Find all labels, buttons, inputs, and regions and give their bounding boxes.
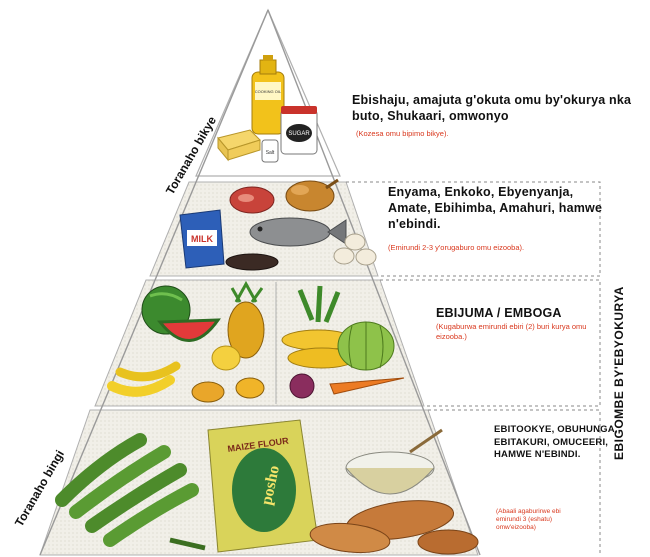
sugar-label: SUGAR [288, 131, 310, 137]
tier3-note: (Kugaburwa emirundi ebiri (2) buri kurya… [436, 322, 606, 342]
salt-shaker: Salt [262, 140, 278, 162]
salt-label: Salt [266, 150, 275, 156]
milk-label: MILK [191, 234, 213, 244]
pumpkin [338, 322, 394, 370]
tier2-foods-text: Enyama, Enkoko, Ebyenyanja, Amate, Ebihi… [388, 184, 618, 232]
sugar-jar: SUGAR [281, 106, 317, 154]
tier4-note: (Abaali agaburirwe ebi emirundi 3 (eshat… [496, 508, 566, 532]
tier3-foods-text: EBIJUMA / EMBOGA [436, 305, 596, 321]
food-groups-side-label: EBIGOMBE BY'EBYOKURYA [612, 286, 626, 460]
tier1-note: (Kozesa omu bipimo bikye). [356, 129, 556, 139]
milk-carton: MILK [180, 210, 224, 268]
maize-flour-bag: MAIZE FLOUR posho [208, 420, 318, 552]
tier2-note: (Emirundi 2-3 y'orugaburo omu eizooba). [388, 243, 628, 253]
pineapple-slice [212, 346, 240, 370]
onion [290, 374, 314, 398]
mango [192, 382, 224, 402]
oil-label: COOKING OIL [255, 89, 282, 94]
beans [226, 254, 278, 270]
tier1-foods-text: Ebishaju, amajuta g'okuta omu by'okurya … [352, 92, 648, 124]
